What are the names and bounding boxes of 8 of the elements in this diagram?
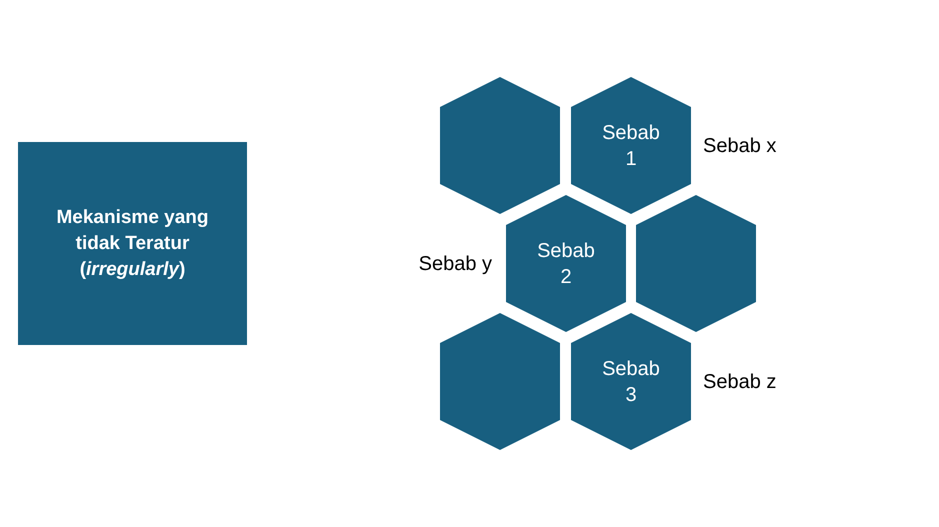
side-label: Sebab y — [418, 252, 492, 276]
side-label: Sebab z — [703, 370, 776, 394]
text-panel — [18, 142, 247, 345]
hexagon-label: Sebab 3 — [601, 356, 661, 408]
panel-text: Mekanisme yang tidak Teratur (irregularly) — [55, 206, 210, 282]
side-label: Sebab x — [703, 134, 776, 158]
hexagon-label: Sebab 2 — [536, 238, 596, 290]
hexagon-label: Sebab 1 — [601, 120, 661, 172]
